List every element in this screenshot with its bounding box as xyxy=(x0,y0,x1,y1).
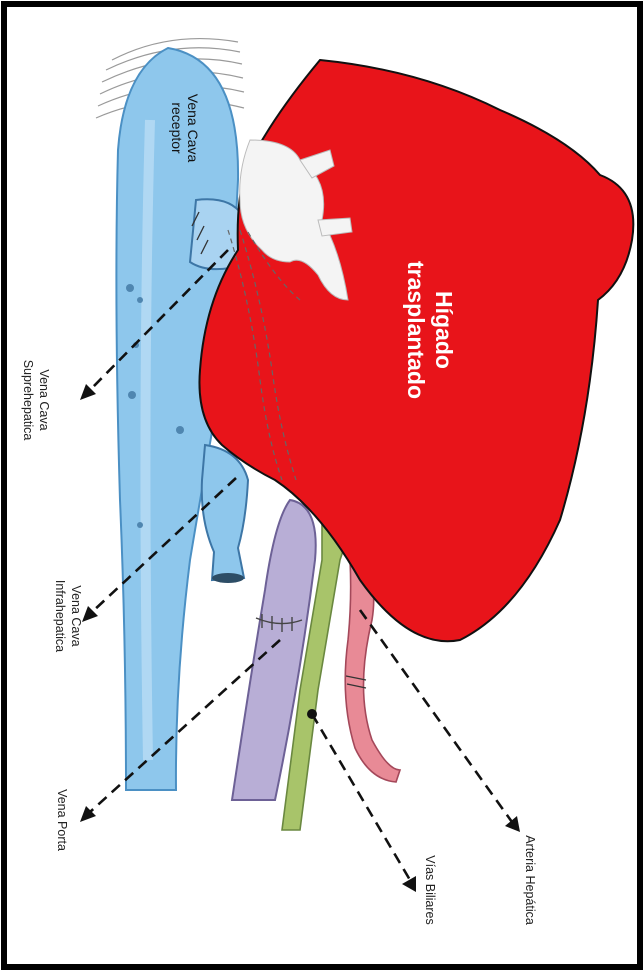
arteria-hepatica-text: Arteria Hepática xyxy=(523,835,537,925)
infrahepatica-line2: Infrahepatica xyxy=(53,580,67,652)
arteria-hepatica-label: Arteria Hepática xyxy=(523,835,537,925)
vena-porta-text: Vena Porta xyxy=(55,789,69,851)
vena-cava-receptor-line1: Vena Cava xyxy=(185,94,201,163)
vena-cava-receptor-label: Vena Cava receptor xyxy=(169,94,201,163)
vias-biliares-text: Vías Biliares xyxy=(423,855,437,924)
infrahepatica-line1: Vena Cava xyxy=(69,585,83,646)
liver-label-line1: Hígado xyxy=(431,291,457,369)
suprahepatica-line2: Suprehepatica xyxy=(21,360,35,441)
infrahepatic-opening xyxy=(212,573,244,583)
liver-label-line2: trasplantado xyxy=(403,261,429,399)
vena-cava-highlight xyxy=(145,120,150,760)
suprahepatica-line1: Vena Cava xyxy=(37,369,51,430)
vias-biliares-label: Vías Biliares xyxy=(423,855,437,924)
vena-cava-receptor-line2: receptor xyxy=(169,102,185,154)
vena-porta-label: Vena Porta xyxy=(55,789,69,851)
